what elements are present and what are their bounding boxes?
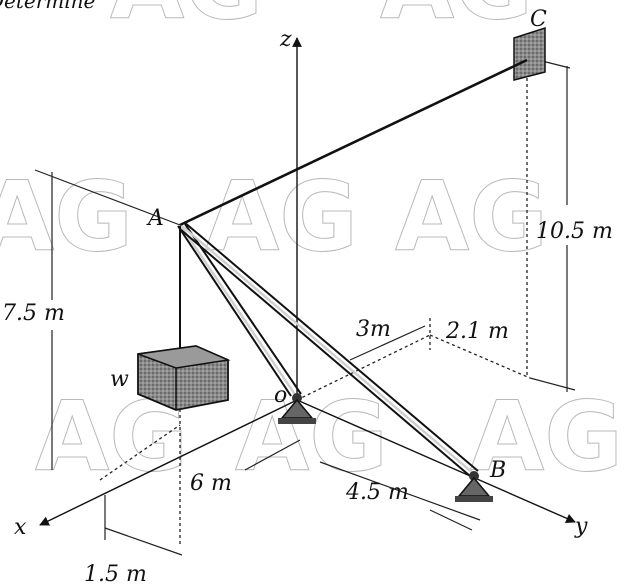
- watermark-text: AG: [0, 161, 133, 273]
- dim-A-y-offset: 6 m: [190, 471, 232, 496]
- point-B-label: B: [489, 458, 506, 483]
- strut-AO-edge: [184, 223, 302, 395]
- watermark-text: AG: [110, 0, 263, 41]
- y-axis: [296, 399, 576, 523]
- watermark: AG AG AG AG AG AG AG AG: [0, 0, 624, 494]
- y-axis-label: y: [574, 514, 588, 539]
- x-axis: [39, 399, 298, 526]
- cable-AC: [179, 58, 528, 227]
- dim-height-C: 10.5 m: [536, 219, 613, 244]
- dim-height-A: 7.5 m: [2, 301, 65, 326]
- watermark-text: AG: [395, 161, 548, 273]
- dim-A-x-offset: 1.5 m: [84, 562, 147, 586]
- strut-AB-edge: [183, 221, 479, 472]
- strut-AB-fill: [181, 225, 475, 475]
- header-fragment: Determine: [0, 0, 95, 13]
- strut-AO-fill: [180, 225, 297, 397]
- support-B: [455, 471, 493, 502]
- dim-C-x-offset: 2.1 m: [445, 319, 509, 344]
- watermark-text: AG: [205, 161, 358, 273]
- wall-anchor-C: [513, 26, 546, 81]
- support-O: [278, 393, 316, 424]
- point-A-label: A: [146, 206, 164, 231]
- strut-AO-edge: [177, 225, 292, 397]
- watermark-text: AG: [235, 381, 388, 493]
- z-axis-label: z: [279, 27, 292, 52]
- strut-AB-edge: [179, 228, 471, 477]
- dim-C-y-offset: 3m: [356, 317, 391, 342]
- dimension-lines: [34, 57, 576, 556]
- weight-label: w: [110, 367, 129, 392]
- watermark-text: AG: [470, 381, 623, 493]
- x-axis-label: x: [14, 515, 27, 540]
- weight-block: [137, 345, 231, 411]
- origin-label: o: [274, 383, 287, 408]
- point-C-label: C: [530, 7, 547, 32]
- watermark-text: AG: [380, 0, 533, 41]
- dim-B-y-offset: 4.5 m: [345, 480, 409, 505]
